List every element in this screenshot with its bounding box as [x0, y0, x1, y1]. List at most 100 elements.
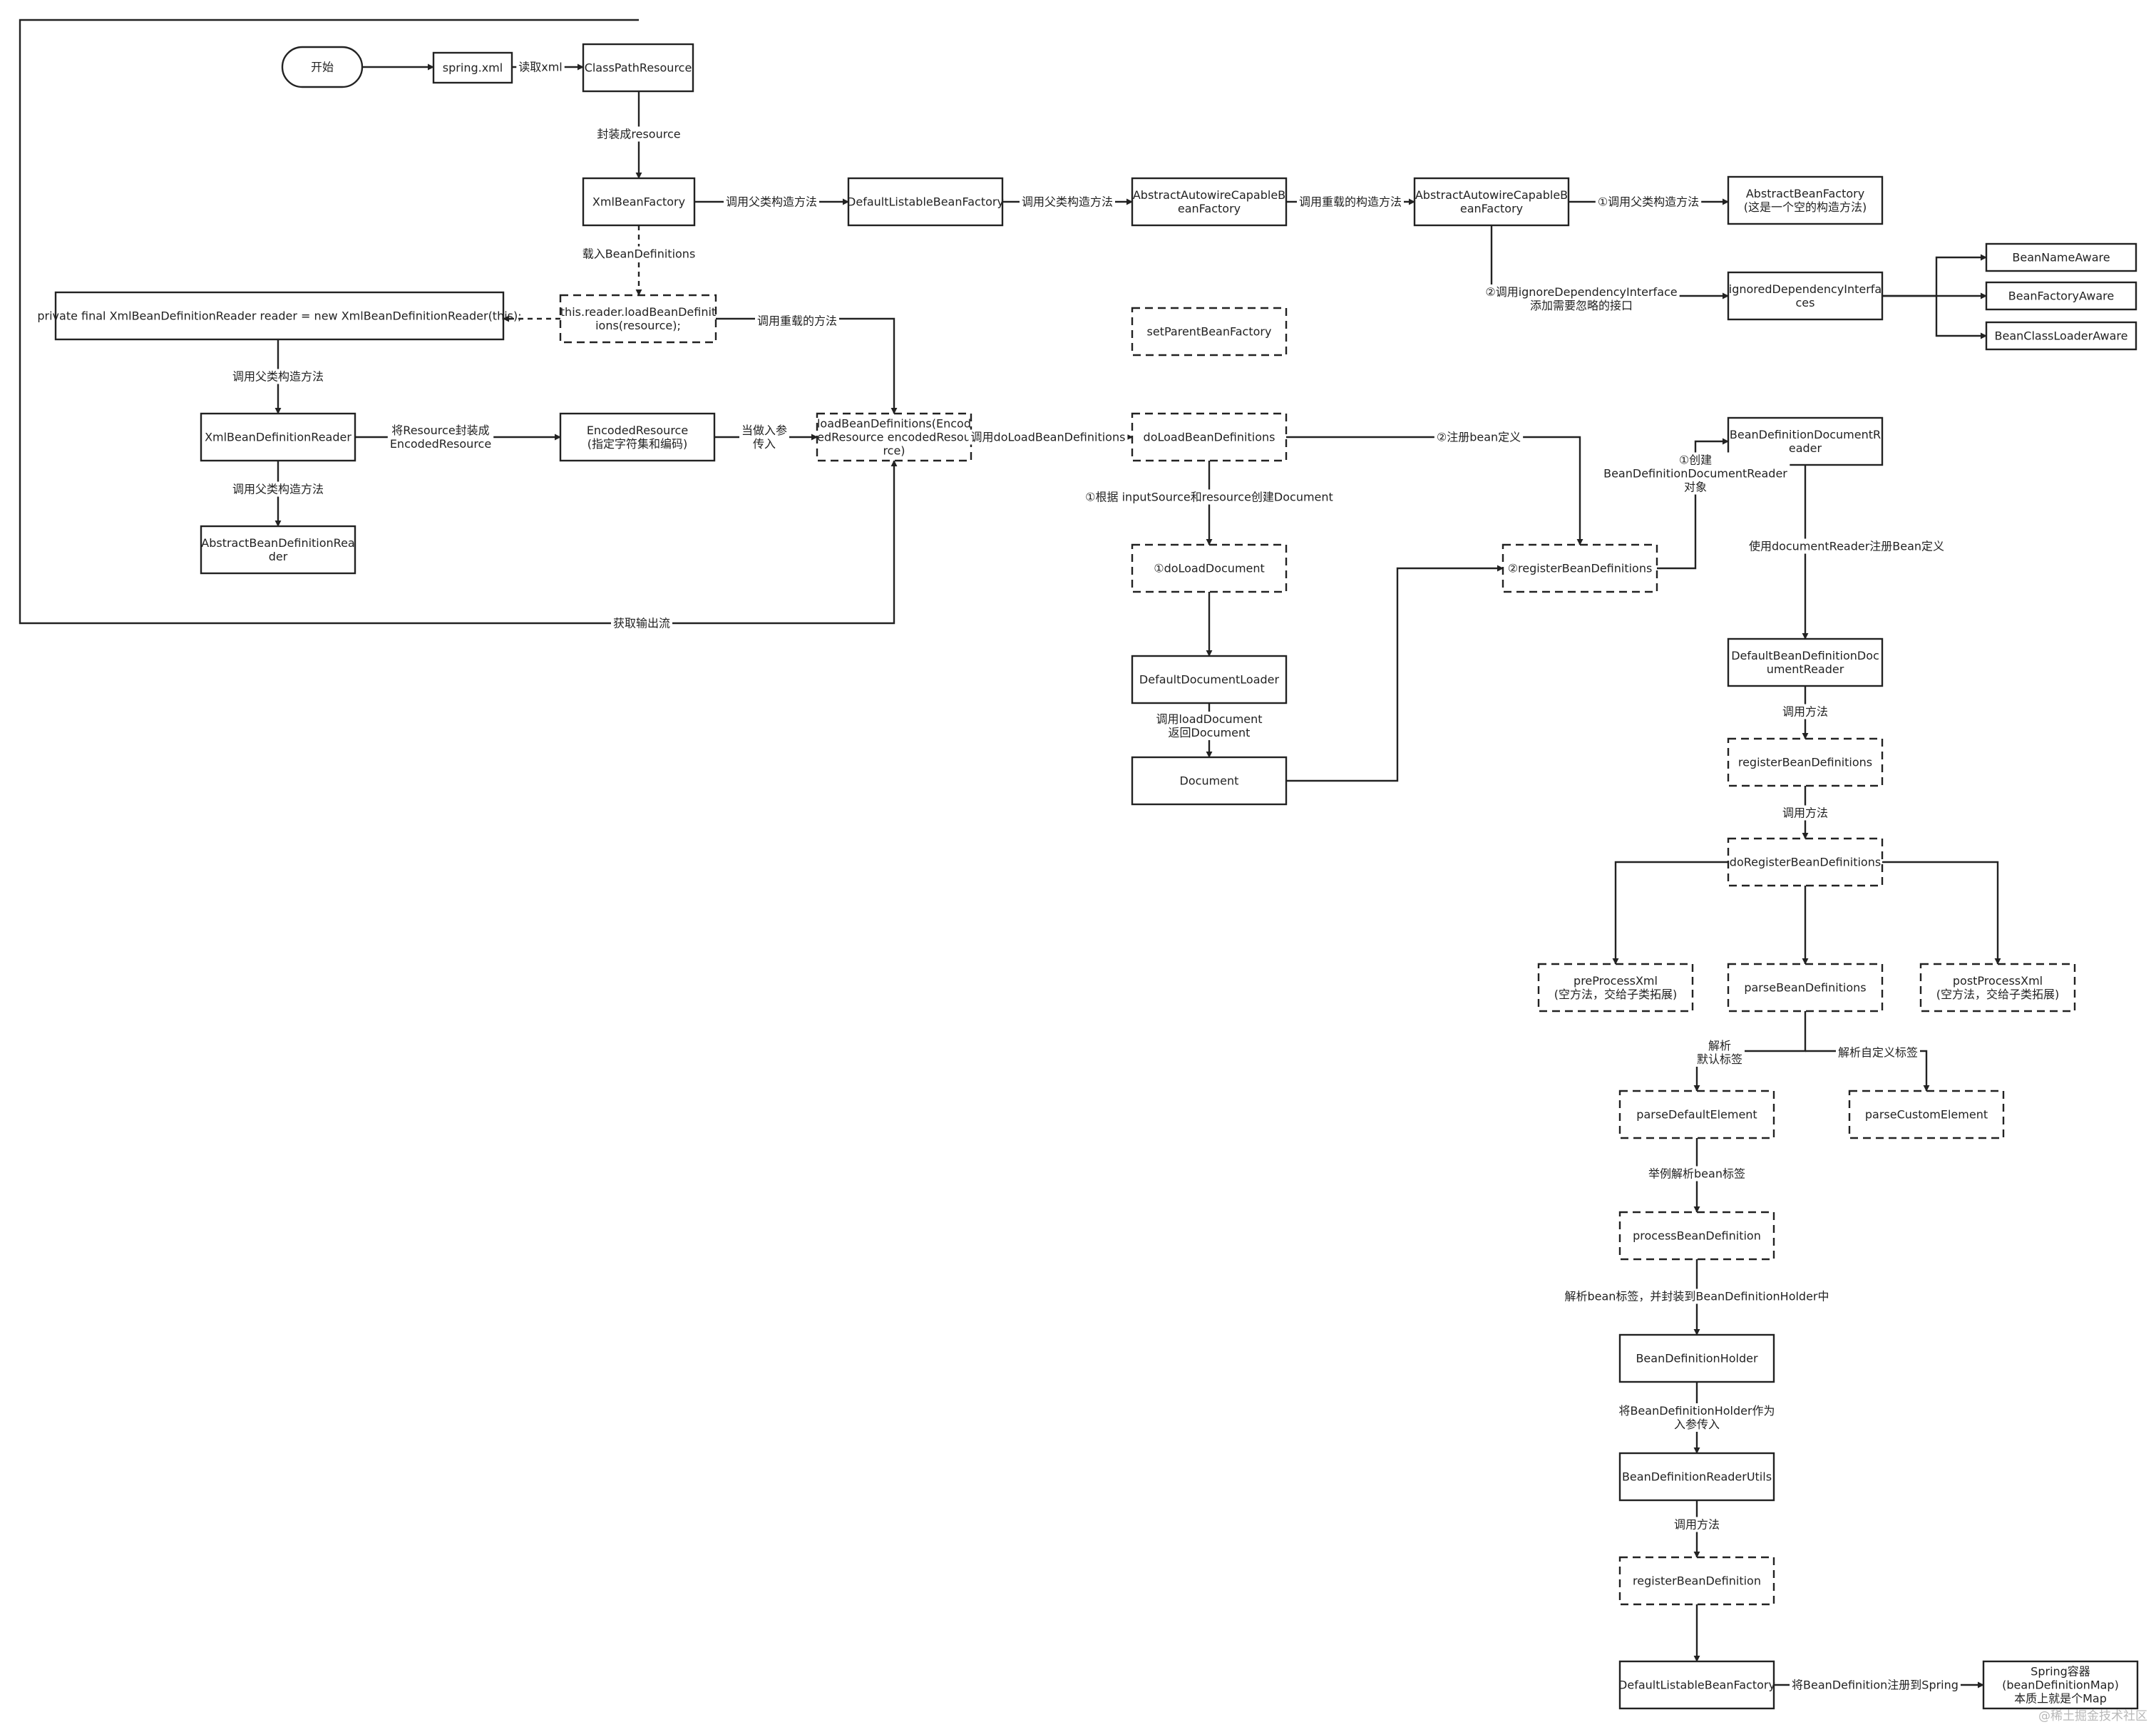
edge-label-text-line: ①调用父类构造方法 — [1598, 195, 1699, 209]
edge-label-text-line: 添加需要忽略的接口 — [1530, 299, 1633, 312]
node-label: parseCustomElement — [1865, 1108, 1988, 1122]
edge-e23 — [1286, 436, 1583, 545]
node-box — [1727, 737, 1884, 787]
node-label-line: (空方法，交给子类拓展) — [1554, 988, 1678, 1001]
node-box — [1131, 412, 1288, 462]
node-box — [559, 412, 716, 462]
node-label: Spring容器(beanDefinitionMap)本质上就是个Map — [2002, 1665, 2119, 1706]
edge-e26 — [1286, 565, 1504, 782]
node-doloaddoc: ①doLoadDocument — [1131, 543, 1288, 593]
node-label: DefaultListableBeanFactory — [847, 195, 1004, 209]
node-label-line: (这是一个空的构造方法) — [1744, 200, 1867, 214]
edge-label-text: ②注册bean定义 — [1437, 431, 1521, 444]
edge-label-text-line: 调用方法 — [1782, 705, 1828, 719]
node-label-line: ①doLoadDocument — [1154, 562, 1265, 575]
edge-label-text-line: EncodedResource — [390, 437, 491, 451]
node-box — [1727, 175, 1884, 225]
node-label: parseBeanDefinitions — [1744, 981, 1866, 995]
edge-label-text-line: 解析bean标签，并封装到BeanDefinitionHolder中 — [1564, 1290, 1829, 1303]
node-box — [1982, 1660, 2139, 1710]
edge-label-e23: ②注册bean定义 — [1434, 429, 1524, 445]
edge-label-text: 调用重载的方法 — [757, 314, 837, 328]
edge-e15 — [716, 317, 898, 414]
edge-label-text: 将BeanDefinition注册到Spring — [1792, 1679, 1959, 1692]
node-box — [54, 291, 505, 341]
node-box — [1985, 242, 2137, 272]
edge-label-text: 解析bean标签，并封装到BeanDefinitionHolder中 — [1564, 1290, 1829, 1303]
edge-label-e22: ①根据 inputSource和resource创建Document — [1083, 489, 1335, 505]
node-dlbf2: DefaultListableBeanFactory — [1618, 1660, 1775, 1710]
edge-label-text: ①根据 inputSource和resource创建Document — [1085, 491, 1333, 504]
node-label-line: loadBeanDefinitions(Encod — [817, 417, 971, 431]
edge-label-e28: 使用documentReader注册Bean定义 — [1746, 538, 1947, 554]
node-label: XmlBeanDefinitionReader — [205, 431, 351, 444]
node-label-line: this.reader.loadBeanDefinit — [560, 305, 716, 319]
edge-label-e35: 解析自定义标签 — [1835, 1045, 1921, 1060]
node-box — [1131, 655, 1288, 704]
node-label-line: AbstractAutowireCapableB — [1415, 188, 1568, 202]
edge-label-e37: 解析bean标签，并封装到BeanDefinitionHolder中 — [1562, 1288, 1832, 1304]
node-box — [1919, 963, 2076, 1013]
node-xbdr: XmlBeanDefinitionReader — [200, 412, 356, 462]
edge-label-text: 调用doLoadBeanDefinitions — [971, 431, 1126, 444]
edge-label-e16: 调用父类构造方法 — [230, 369, 327, 384]
node-xmlbf: XmlBeanFactory — [582, 177, 696, 227]
edge-label-bg — [1083, 489, 1335, 505]
edge-label-text-line: 读取xml — [518, 61, 563, 74]
node-label-line: eanFactory — [1460, 202, 1523, 215]
edge-label-bg — [387, 423, 494, 451]
edge-label-e15: 调用重载的方法 — [754, 313, 840, 329]
node-label: 开始 — [311, 61, 334, 74]
node-encoded: EncodedResource(指定字符集和编码) — [559, 412, 716, 462]
node-box — [1618, 1333, 1775, 1383]
node-label: postProcessXml(空方法，交给子类拓展) — [1936, 974, 2060, 1001]
node-box — [1502, 543, 1658, 593]
edge-label-text-line: 封装成resource — [597, 128, 680, 141]
node-label-line: private final XmlBeanDefinitionReader re… — [37, 309, 521, 323]
node-box — [1131, 307, 1288, 357]
edge-label-text-line: 将BeanDefinition注册到Spring — [1792, 1679, 1959, 1692]
node-label: BeanDefinitionReaderUtils — [1622, 1470, 1772, 1484]
edge-label-text-line: 调用重载的方法 — [757, 314, 837, 328]
node-label-line: 开始 — [311, 61, 334, 74]
node-box — [1985, 321, 2137, 351]
node-label: preProcessXml(空方法，交给子类拓展) — [1554, 974, 1678, 1001]
node-label-line: eanFactory — [1178, 202, 1241, 215]
edge-e21 — [19, 19, 898, 625]
node-label-line: preProcessXml — [1574, 974, 1658, 988]
node-label-line: XmlBeanFactory — [592, 195, 685, 209]
node-beanfactoryaware: BeanFactoryAware — [1985, 281, 2137, 311]
node-label-line: rce) — [883, 444, 905, 458]
edge-label-text: 载入BeanDefinitions — [582, 247, 696, 261]
edge-label-text: ①调用父类构造方法 — [1598, 195, 1699, 209]
edge-label-e34: 解析默认标签 — [1694, 1038, 1745, 1067]
node-label-line: ClassPathResource — [585, 61, 692, 75]
edge-label-e4: 调用父类构造方法 — [723, 194, 820, 210]
node-label-line: ces — [1796, 296, 1815, 309]
node-label: spring.xml — [443, 61, 503, 75]
edge-label-text-line: 返回Document — [1169, 726, 1251, 739]
node-label: registerBeanDefinitions — [1738, 756, 1872, 769]
node-box — [1413, 177, 1570, 227]
edge-label-text-line: 调用doLoadBeanDefinitions — [971, 431, 1126, 444]
node-label: ②registerBeanDefinitions — [1508, 562, 1653, 575]
edge-label-text-line: 调用重载的构造方法 — [1299, 195, 1402, 209]
edge-e12 — [1935, 296, 1987, 339]
node-postprocess: postProcessXml(空方法，交给子类拓展) — [1919, 963, 2076, 1013]
node-box — [559, 294, 717, 344]
edge-e33 — [1882, 861, 2001, 965]
node-label-line: Spring容器 — [2031, 1665, 2090, 1679]
node-label-line: AbstractAutowireCapableB — [1133, 188, 1285, 202]
edge-label-text: 读取xml — [518, 61, 563, 74]
edge-labels-layer: 读取xml封装成resource调用父类构造方法调用父类构造方法调用重载的构造方… — [230, 59, 1961, 1693]
